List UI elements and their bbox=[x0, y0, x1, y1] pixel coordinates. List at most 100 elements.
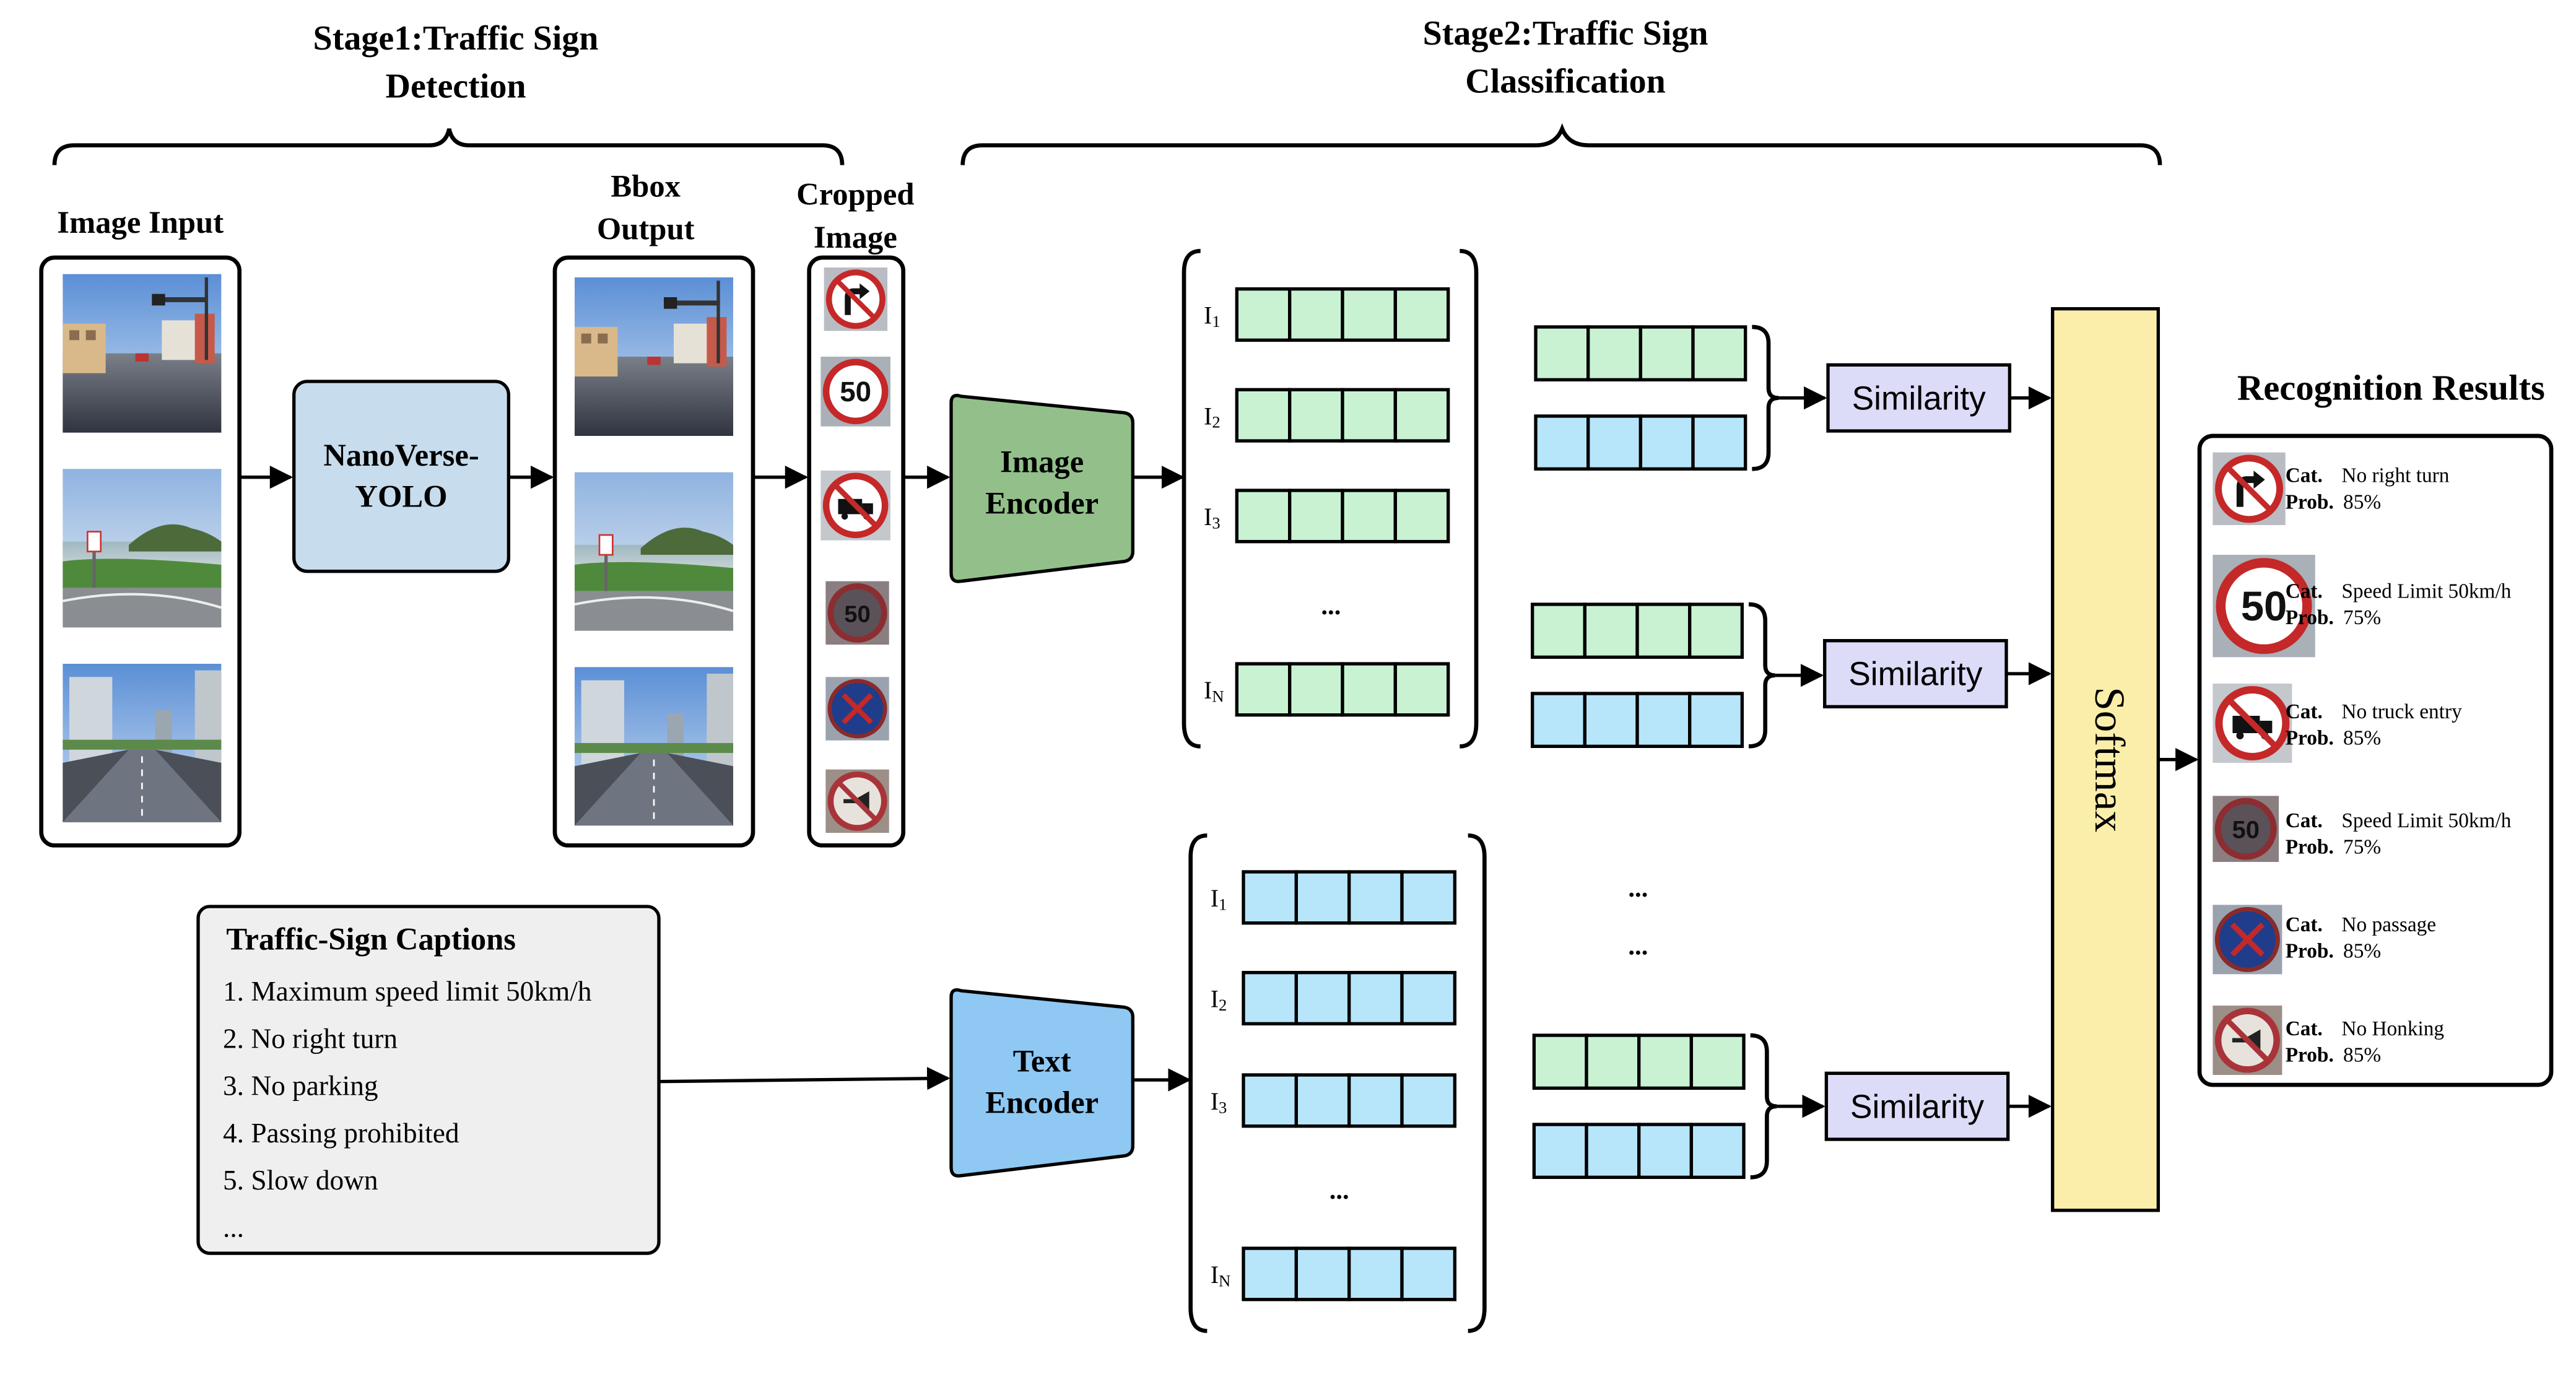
text-feature-index: I2 bbox=[1211, 985, 1227, 1014]
middle-ellipsis-1: ... bbox=[1628, 874, 1648, 903]
image-feature-vector-cell bbox=[1235, 287, 1292, 342]
image-encoder-label-line1: Image bbox=[1000, 445, 1084, 479]
bbox-label-line2: Output bbox=[597, 212, 695, 246]
result-prob-label: Prob. bbox=[2286, 940, 2334, 963]
result-prob-label: Prob. bbox=[2286, 490, 2334, 513]
text-encoder-block bbox=[949, 988, 1135, 1178]
text-encoder-label-line2: Encoder bbox=[985, 1085, 1099, 1120]
result-prob: 85% bbox=[2343, 727, 2381, 750]
result-category: Speed Limit 50km/h bbox=[2341, 809, 2511, 832]
pair-image-vector-cell bbox=[1637, 1033, 1694, 1090]
caption-item: 1. Maximum speed limit 50km/h bbox=[223, 976, 592, 1007]
pair-image-vector-cell bbox=[1638, 325, 1695, 382]
caption-item: 3. No parking bbox=[223, 1071, 378, 1102]
pair-text-vector-cell bbox=[1586, 414, 1643, 471]
image-feature-vector-cell bbox=[1235, 662, 1292, 717]
image-feature-vector-cell bbox=[1235, 388, 1292, 443]
pair-image-vector-cell bbox=[1531, 602, 1587, 659]
no-truck-sign-icon bbox=[2213, 684, 2292, 763]
text-feature-vectors bbox=[1242, 870, 1457, 1302]
softmax-box bbox=[2051, 307, 2160, 1212]
similarity-label: Similarity bbox=[1850, 1089, 1985, 1125]
pair-image-vector-cell bbox=[1585, 1033, 1641, 1090]
pair-text-vector-cell bbox=[1532, 1123, 1588, 1180]
pair-text-vector-cell bbox=[1635, 692, 1692, 749]
pair-text-vector-cell bbox=[1688, 692, 1744, 749]
image-feature-vector-cell bbox=[1235, 489, 1292, 544]
text-feature-index: I1 bbox=[1211, 884, 1227, 913]
pair-brace bbox=[1748, 602, 1775, 749]
result-prob: 75% bbox=[2343, 606, 2381, 629]
similarity-pair: Similarity bbox=[1531, 602, 2052, 749]
image-feature-vector-cell bbox=[1288, 287, 1344, 342]
image-feature-vector-cell bbox=[1393, 388, 1450, 443]
image-feature-vector-cell bbox=[1341, 287, 1398, 342]
result-cat-label: Cat. bbox=[2286, 1017, 2323, 1040]
caption-item: 2. No right turn bbox=[223, 1023, 398, 1054]
text-features-bracket-left bbox=[1188, 833, 1208, 1333]
middle-ellipsis-2: ... bbox=[1628, 931, 1648, 960]
arrow-captions-to-text-encoder bbox=[658, 1067, 951, 1090]
text-encoder-label-line1: Text bbox=[1013, 1044, 1071, 1079]
pair-text-vector-cell bbox=[1691, 414, 1747, 471]
result-prob-label: Prob. bbox=[2286, 606, 2334, 629]
detector-label-line1: NanoVerse- bbox=[323, 438, 479, 472]
result-cat-label: Cat. bbox=[2286, 464, 2323, 487]
softmax-label: Softmax bbox=[2086, 687, 2134, 832]
image-encoder-block bbox=[949, 394, 1135, 583]
pair-text-vector-cell bbox=[1531, 692, 1587, 749]
image-features-ellipsis: ... bbox=[1321, 591, 1341, 620]
image-feature-index: I1 bbox=[1204, 302, 1221, 331]
pair-text-vector-cell bbox=[1534, 414, 1590, 471]
image-feature-vectors bbox=[1235, 287, 1450, 717]
result-category: No passage bbox=[2341, 913, 2436, 936]
pair-text-vector bbox=[1531, 692, 1744, 749]
stage1-title-line2: Detection bbox=[386, 67, 526, 105]
similarity-box bbox=[1823, 639, 2008, 709]
text-feature-index: IN bbox=[1211, 1261, 1231, 1290]
bbox-photo-2 bbox=[575, 472, 733, 631]
image-feature-vector-cell bbox=[1393, 662, 1450, 717]
pair-image-vector-cell bbox=[1635, 602, 1692, 659]
result-cat-label: Cat. bbox=[2286, 580, 2323, 602]
lake-photo bbox=[63, 469, 221, 627]
pair-image-vector-cell bbox=[1583, 602, 1639, 659]
stage2-brace bbox=[960, 123, 2162, 165]
no-honking-sign-icon bbox=[2213, 1006, 2282, 1075]
image-features-bracket-left bbox=[1181, 249, 1201, 749]
pair-image-vector bbox=[1532, 1033, 1746, 1090]
crop-sign-no-honking bbox=[825, 770, 889, 833]
similarity-box bbox=[1826, 363, 2012, 433]
crop-sign-no-truck bbox=[820, 471, 890, 541]
results-title: Recognition Results bbox=[2237, 367, 2545, 407]
image-feature-index: I3 bbox=[1204, 503, 1221, 532]
image-feature-vector-cell bbox=[1393, 287, 1450, 342]
image-feature-vector bbox=[1235, 287, 1450, 342]
image-encoder-label-line2: Encoder bbox=[985, 485, 1099, 520]
crop-sign-no-right-turn bbox=[824, 267, 887, 331]
text-feature-vector-cell bbox=[1294, 971, 1351, 1026]
caption-item: 4. Passing prohibited bbox=[223, 1118, 459, 1149]
image-feature-vector-cell bbox=[1341, 662, 1398, 717]
text-feature-vector-cell bbox=[1400, 870, 1457, 925]
pair-brace bbox=[1752, 324, 1779, 471]
bbox-photo-3 bbox=[573, 666, 734, 827]
text-feature-vector-cell bbox=[1347, 1073, 1404, 1128]
similarity-pair: Similarity bbox=[1532, 1033, 2052, 1180]
stage1-title-line1: Stage1:Traffic Sign bbox=[313, 19, 599, 58]
text-feature-vector-cell bbox=[1400, 971, 1457, 1026]
pair-text-vector-cell bbox=[1689, 1123, 1746, 1180]
text-feature-vector-cell bbox=[1347, 971, 1404, 1026]
street-photo-2 bbox=[62, 663, 222, 824]
pair-image-vector-cell bbox=[1586, 325, 1643, 382]
cropped-image-panel bbox=[807, 255, 906, 848]
detector-box bbox=[292, 380, 511, 573]
caption-list: 1. Maximum speed limit 50km/h 2. No right… bbox=[223, 976, 592, 1243]
text-features-ellipsis: ... bbox=[1329, 1176, 1349, 1205]
result-category: No truck entry bbox=[2341, 700, 2462, 723]
